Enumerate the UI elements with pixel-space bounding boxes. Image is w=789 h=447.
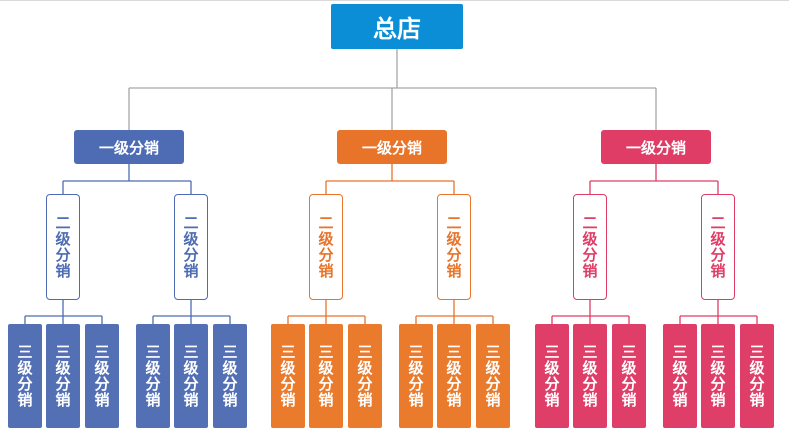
tier3-node: 三级分销 <box>271 324 305 428</box>
tier3-node: 三级分销 <box>213 324 247 428</box>
tier3-node: 三级分销 <box>612 324 646 428</box>
tier2-node: 二级分销 <box>309 194 343 300</box>
tier3-node: 三级分销 <box>136 324 170 428</box>
tier2-node: 二级分销 <box>573 194 607 300</box>
top-divider <box>0 0 789 1</box>
tier1-node: 一级分销 <box>337 130 447 164</box>
tier3-node: 三级分销 <box>348 324 382 428</box>
tier3-node: 三级分销 <box>174 324 208 428</box>
tier3-node: 三级分销 <box>437 324 471 428</box>
tier3-node: 三级分销 <box>8 324 42 428</box>
tier2-node: 二级分销 <box>437 194 471 300</box>
tier2-node: 二级分销 <box>46 194 80 300</box>
tier3-node: 三级分销 <box>573 324 607 428</box>
tier3-node: 三级分销 <box>663 324 697 428</box>
tier3-node: 三级分销 <box>701 324 735 428</box>
tier2-node: 二级分销 <box>701 194 735 300</box>
root-node-headquarters: 总店 <box>331 4 463 49</box>
tier3-node: 三级分销 <box>85 324 119 428</box>
tier3-node: 三级分销 <box>535 324 569 428</box>
tier3-node: 三级分销 <box>46 324 80 428</box>
tier2-node: 二级分销 <box>174 194 208 300</box>
tier1-node: 一级分销 <box>601 130 711 164</box>
tier3-node: 三级分销 <box>740 324 774 428</box>
tier3-node: 三级分销 <box>476 324 510 428</box>
tier1-node: 一级分销 <box>74 130 184 164</box>
tier3-node: 三级分销 <box>399 324 433 428</box>
tier3-node: 三级分销 <box>309 324 343 428</box>
